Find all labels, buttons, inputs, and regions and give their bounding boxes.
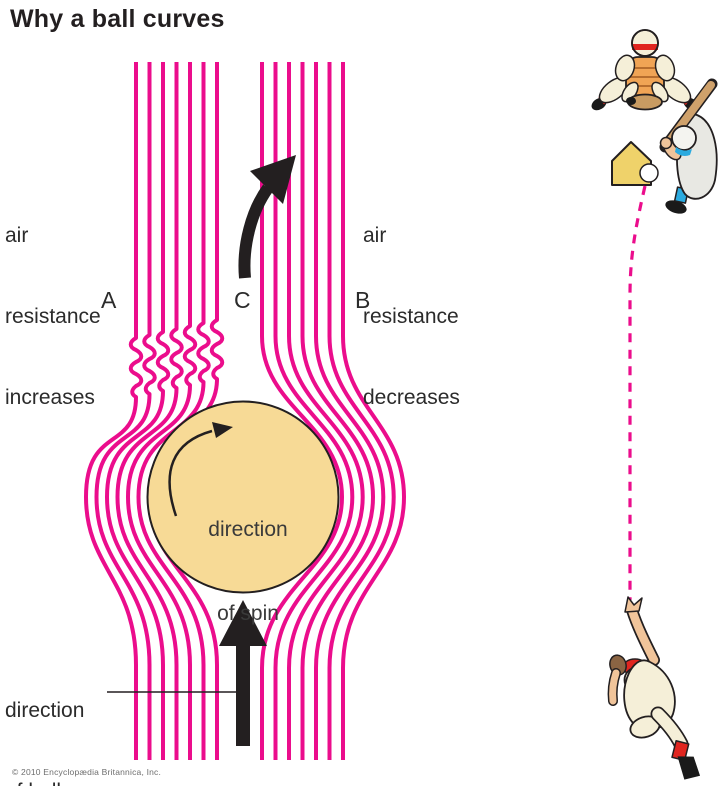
streamline <box>105 62 171 760</box>
streamline <box>126 62 198 760</box>
streamline <box>94 62 157 760</box>
point-label-a: A <box>101 287 117 313</box>
streamline <box>300 62 375 760</box>
note-line: of ball <box>5 778 84 786</box>
baseball <box>639 163 659 183</box>
spinning-ball <box>146 400 340 594</box>
direction-of-spin-label: direction of spin <box>175 460 321 684</box>
note-line: air <box>5 224 29 247</box>
streamline <box>136 62 211 760</box>
spin-arrow-icon <box>168 422 233 517</box>
page-title: Why a ball curves <box>10 5 225 33</box>
copyright-notice: © 2010 Encyclopædia Britannica, Inc. <box>12 767 162 777</box>
streamline <box>287 62 365 760</box>
pitcher-figure <box>607 596 701 780</box>
note-line: direction <box>5 699 85 722</box>
note-line: resistance <box>363 305 459 328</box>
streamline <box>115 62 184 760</box>
note-line: resistance <box>5 305 101 328</box>
direction-of-ball-label: direction of ball <box>5 643 84 786</box>
streamline <box>84 62 144 760</box>
streamline <box>314 62 386 760</box>
note-line: increases <box>5 386 95 409</box>
note-line: of spin <box>217 602 279 625</box>
streamline <box>341 62 406 760</box>
note-line: direction <box>208 518 288 541</box>
streamlines <box>84 62 406 760</box>
note-line: air <box>363 224 387 247</box>
air-resistance-increases-label: air resistance increases <box>5 168 101 465</box>
streamline <box>273 62 355 760</box>
streamline <box>327 62 396 760</box>
air-resistance-decreases-label: air resistance decreases <box>363 168 460 465</box>
catcher-figure <box>591 29 699 111</box>
note-line: decreases <box>363 386 460 409</box>
ball-direction-arrow-icon <box>219 600 267 746</box>
streamline <box>260 62 344 760</box>
batter-figure <box>659 78 718 214</box>
point-label-c: C <box>234 287 251 313</box>
point-label-b: B <box>355 287 371 313</box>
deflection-arrow-icon <box>238 155 296 279</box>
ball-trajectory <box>628 185 647 600</box>
